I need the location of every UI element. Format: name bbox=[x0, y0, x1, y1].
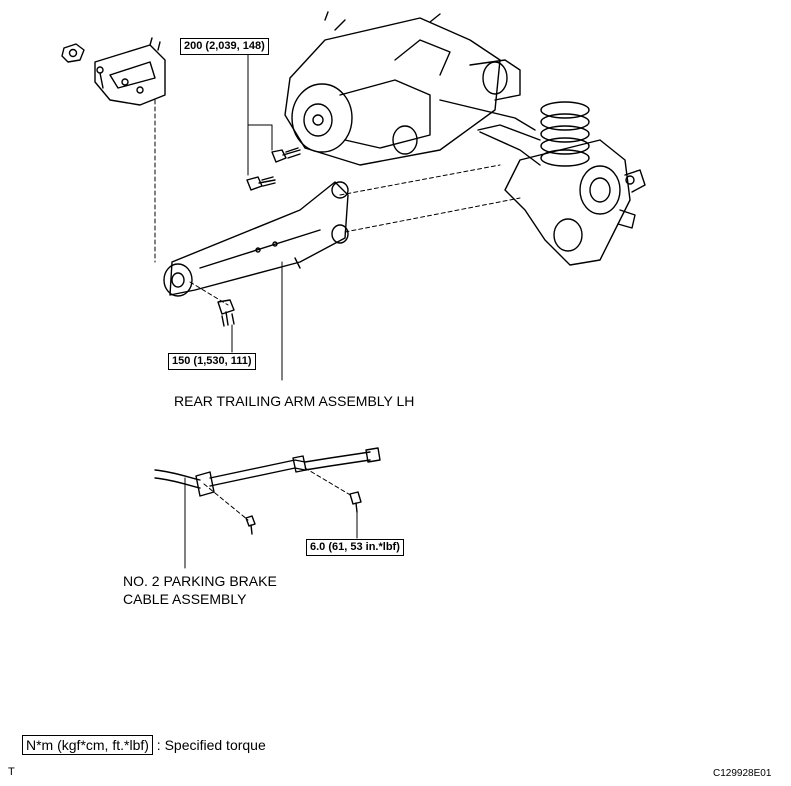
arm-rear-bolt bbox=[217, 299, 235, 327]
rear-suspension-assembly bbox=[284, 11, 646, 266]
guide-line-clamp-bolt bbox=[203, 483, 249, 521]
trailing-arm-label: REAR TRAILING ARM ASSEMBLY LH bbox=[174, 393, 415, 409]
torque-spec-top-bolts: 200 (2,039, 148) bbox=[180, 38, 269, 55]
front-bolt-lower bbox=[246, 176, 276, 191]
guide-line-front-lower bbox=[344, 197, 521, 233]
legend-units-box: N*m (kgf*cm, ft.*lbf) bbox=[22, 735, 153, 755]
footer-left-mark: T bbox=[8, 766, 15, 778]
torque-legend: N*m (kgf*cm, ft.*lbf) : Specified torque bbox=[22, 735, 266, 755]
rear-trailing-arm bbox=[163, 181, 349, 297]
cable-clamp-bolt bbox=[245, 515, 256, 535]
torque-spec-arm-bolt: 150 (1,530, 111) bbox=[168, 353, 256, 370]
cable-bracket-bolt bbox=[349, 491, 362, 513]
nut-part bbox=[61, 43, 85, 63]
parking-brake-cable-label-line2: CABLE ASSEMBLY bbox=[123, 591, 247, 607]
legend-description: : Specified torque bbox=[156, 737, 266, 753]
bracket-part bbox=[94, 37, 166, 106]
leader-lines bbox=[184, 53, 358, 569]
guide-line-cable-bolt bbox=[304, 467, 353, 497]
parking-brake-cable-label-line1: NO. 2 PARKING BRAKE bbox=[123, 573, 277, 589]
front-bolt-upper bbox=[271, 147, 301, 163]
torque-spec-cable-bolt: 6.0 (61, 53 in.*lbf) bbox=[306, 539, 404, 556]
parking-brake-cable bbox=[154, 447, 381, 497]
guide-line-front-upper bbox=[339, 164, 501, 196]
figure-id: C129928E01 bbox=[713, 768, 772, 779]
